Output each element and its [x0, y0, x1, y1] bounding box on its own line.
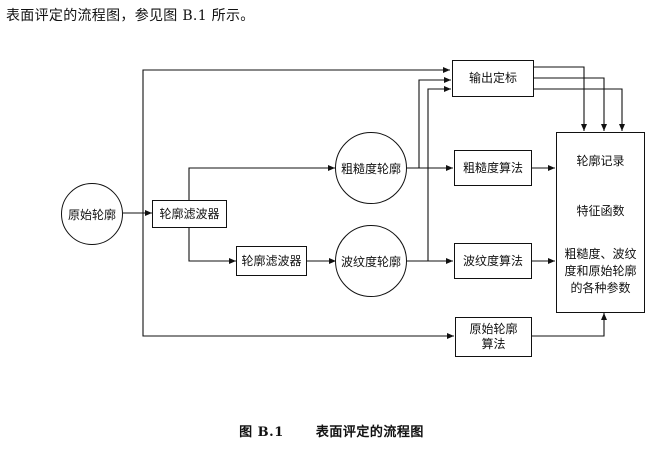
node-original-profile-algorithm: 原始轮廓 算法	[455, 317, 532, 357]
arrow-output-to-record-2	[534, 77, 607, 131]
arrow-original-alg-to-record	[531, 313, 607, 337]
arrow-output-to-record-1	[534, 66, 587, 131]
record-line-params-2: 度和原始轮廓	[564, 264, 637, 278]
node-profile-filter-2-label: 轮廓滤波器	[241, 253, 302, 268]
node-output-calibration-label: 输出定标	[468, 71, 517, 85]
node-waviness-profile-label: 波纹度轮廓	[340, 254, 401, 269]
node-roughness-algorithm: 粗糙度算法	[454, 150, 532, 186]
node-record-box: 轮廓记录 特征函数 粗糙度、波纹 度和原始轮廓 的各种参数	[556, 132, 645, 313]
node-profile-filter-1: 轮廓滤波器	[152, 200, 227, 228]
node-waviness-profile: 波纹度轮廓	[335, 225, 407, 297]
arrow-original-to-algorithm	[142, 213, 454, 339]
node-roughness-profile-label: 粗糙度轮廓	[340, 161, 401, 176]
node-waviness-algorithm-label: 波纹度算法	[462, 253, 523, 268]
arrow-filter1-to-roughness	[188, 165, 335, 200]
arrow-roughness-to-output	[418, 77, 451, 168]
node-roughness-profile: 粗糙度轮廓	[335, 132, 407, 204]
node-profile-filter-2: 轮廓滤波器	[236, 246, 307, 276]
node-output-calibration: 输出定标	[452, 60, 534, 97]
arrow-filter1-to-filter2	[188, 228, 236, 264]
record-line-params-1: 粗糙度、波纹	[564, 247, 637, 261]
figure-title: 表面评定的流程图	[315, 425, 424, 440]
figure-number: 图 B.1	[239, 425, 284, 440]
arrow-output-to-record-3	[534, 88, 625, 131]
arrow-waviness-to-output	[427, 86, 451, 261]
record-line-profile-record: 轮廓记录	[576, 154, 625, 168]
figure-caption: 图 B.1 表面评定的流程图	[0, 421, 663, 440]
node-waviness-algorithm: 波纹度算法	[454, 243, 532, 279]
node-original-profile-algorithm-line2: 算法	[481, 337, 506, 351]
record-line-feature-function: 特征函数	[576, 204, 625, 218]
arrow-original-to-output	[142, 67, 450, 213]
node-roughness-algorithm-label: 粗糙度算法	[462, 160, 523, 175]
node-original-profile-algorithm-line1: 原始轮廓	[469, 322, 518, 336]
node-original-profile-label: 原始轮廓	[67, 207, 116, 222]
record-line-params-3: 的各种参数	[570, 281, 631, 295]
intro-text: 表面评定的流程图，参见图 B.1 所示。	[6, 8, 255, 24]
node-original-profile: 原始轮廓	[61, 183, 123, 245]
node-profile-filter-1-label: 轮廓滤波器	[159, 206, 220, 221]
